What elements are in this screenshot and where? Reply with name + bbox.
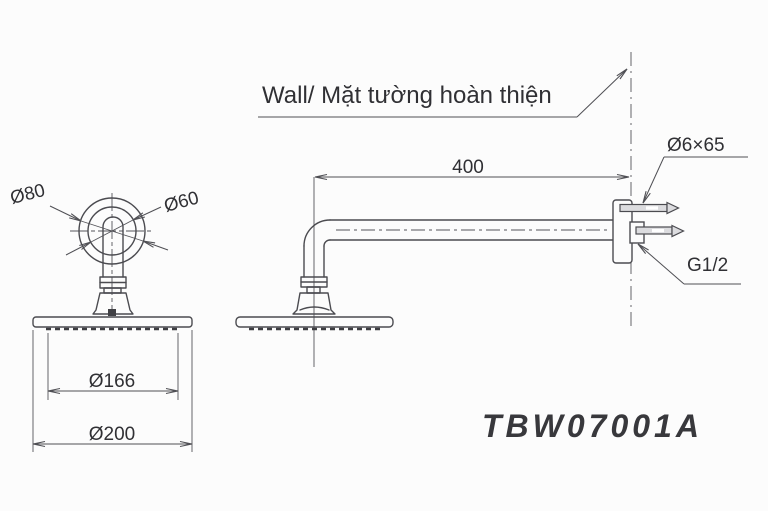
arm-front	[102, 216, 124, 278]
model-number: TBW07001A	[482, 408, 703, 444]
screw-size-label: Ø6×65	[667, 135, 725, 156]
screw-note: Ø6×65	[642, 135, 748, 204]
side-view: 400	[235, 52, 685, 367]
thread-size-label: G1/2	[687, 255, 728, 276]
spray-face-label: Ø166	[89, 371, 135, 392]
thread-note: G1/2	[637, 243, 741, 285]
annotations: Wall/ Mặt tường hoàn thiện Ø6×65 G1/2 TB…	[258, 68, 748, 444]
front-view: Ø166 Ø200 Ø80 Ø60	[8, 179, 201, 452]
wall-note: Wall/ Mặt tường hoàn thiện	[258, 68, 628, 118]
flange-outer-circle	[78, 197, 146, 265]
wall-flange	[612, 199, 685, 264]
head-outer-label: Ø200	[89, 424, 135, 445]
shower-head-side	[235, 316, 394, 331]
shower-head-front	[32, 316, 193, 331]
flange-inner-circle	[87, 206, 137, 256]
flange-outer-label: Ø80	[8, 179, 47, 208]
flange-inner-label: Ø60	[162, 187, 201, 216]
dimension-arm-length: 400	[314, 157, 630, 181]
mounting-screw	[619, 201, 680, 215]
ball-joint-front	[92, 276, 134, 316]
wall-note-label: Wall/ Mặt tường hoàn thiện	[262, 82, 552, 109]
dimension-head-outer: Ø200	[32, 424, 193, 448]
thread-nipple	[635, 224, 685, 238]
dimension-spray-face: Ø166	[47, 371, 179, 395]
shower-arm	[303, 219, 614, 278]
ball-joint-side	[292, 276, 336, 315]
arm-length-label: 400	[452, 157, 484, 178]
